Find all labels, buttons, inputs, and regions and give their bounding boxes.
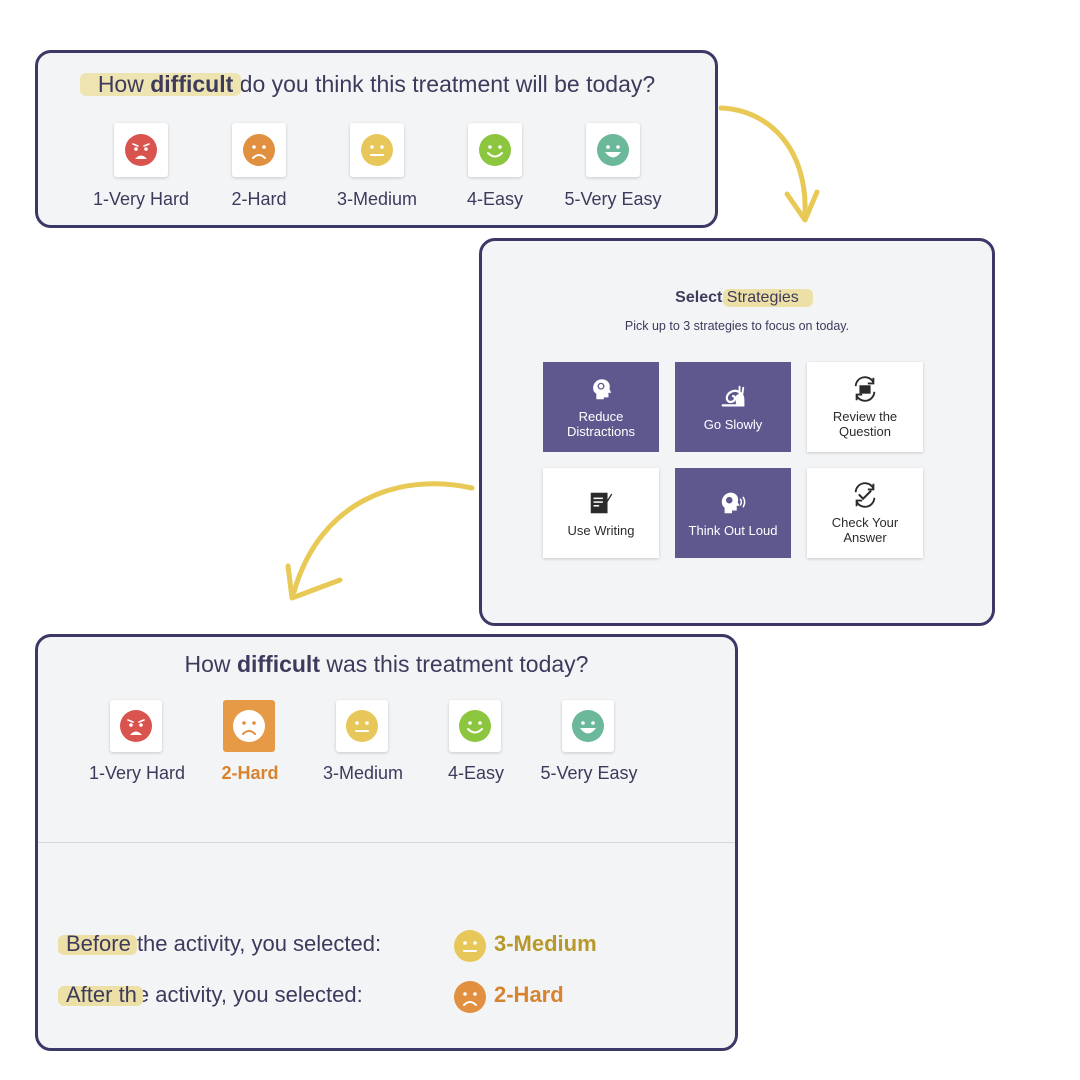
pre-rating-option-1[interactable]	[114, 123, 168, 177]
post-rating-option-4[interactable]	[449, 700, 501, 752]
pre-activity-question: How difficult do you think this treatmen…	[79, 71, 656, 97]
before-selected-value: 3-Medium	[494, 931, 597, 956]
curved-arrow-top-icon	[718, 105, 820, 223]
grin-face-icon	[597, 134, 629, 166]
post-rating-label: 4-Easy	[447, 763, 505, 783]
very-sad-face-icon	[120, 710, 152, 742]
strategy-label: Use Writing	[567, 522, 635, 538]
post-activity-rating-panel: How difficult was this treatment today? …	[35, 634, 738, 1051]
pre-rating-option-2[interactable]	[232, 123, 286, 177]
post-rating-label: 3-Medium	[322, 763, 404, 783]
strategy-card-go-slowly[interactable]: Go Slowly	[675, 362, 791, 452]
after-summary: After the activity, you selected:	[58, 982, 363, 1007]
neutral-face-icon	[361, 134, 393, 166]
post-rating-label: 2-Hard	[221, 763, 279, 783]
pre-rating-label: 2-Hard	[231, 189, 287, 209]
pre-rating-option-3[interactable]	[350, 123, 404, 177]
pre-rating-label: 4-Easy	[466, 189, 524, 209]
strategy-label: Go Slowly	[703, 416, 763, 432]
strategies-panel: Select Strategies Pick up to 3 strategie…	[479, 238, 995, 626]
pre-activity-rating-panel: How difficult do you think this treatmen…	[35, 50, 718, 228]
post-rating-label: 5-Very Easy	[540, 763, 638, 783]
divider	[38, 842, 735, 843]
post-rating-option-2[interactable]	[223, 700, 275, 752]
post-rating-option-1[interactable]	[110, 700, 162, 752]
very-sad-face-icon	[125, 134, 157, 166]
grin-face-icon	[572, 710, 604, 742]
sad-face-icon	[454, 981, 486, 1013]
book-refresh-icon	[854, 376, 876, 402]
strategies-title: Select Strategies	[675, 289, 813, 307]
snail-icon	[721, 385, 745, 407]
strategies-subtitle: Pick up to 3 strategies to focus on toda…	[624, 319, 850, 333]
pre-rating-label: 5-Very Easy	[564, 189, 662, 209]
smile-face-icon	[479, 134, 511, 166]
sad-face-icon	[233, 710, 265, 742]
curved-arrow-middle-icon	[285, 481, 475, 601]
post-activity-question: How difficult was this treatment today?	[184, 651, 589, 677]
pre-rating-option-5[interactable]	[586, 123, 640, 177]
before-summary: Before the activity, you selected:	[58, 931, 382, 956]
sad-face-icon	[243, 134, 275, 166]
smile-face-icon	[459, 710, 491, 742]
strategy-label: Think Out Loud	[688, 522, 778, 538]
post-rating-option-5[interactable]	[562, 700, 614, 752]
neutral-face-icon	[454, 930, 486, 962]
post-rating-option-3[interactable]	[336, 700, 388, 752]
head-speaking-icon	[721, 492, 746, 513]
notepad-pen-icon	[590, 492, 613, 513]
strategy-card-use-writing[interactable]: Use Writing	[543, 468, 659, 558]
strategy-card-think-out-loud[interactable]: Think Out Loud	[675, 468, 791, 558]
pre-rating-label: 1-Very Hard	[92, 189, 190, 209]
neutral-face-icon	[346, 710, 378, 742]
check-refresh-icon	[854, 482, 876, 508]
head-gears-icon	[593, 379, 612, 400]
after-selected-value: 2-Hard	[494, 982, 564, 1007]
pre-rating-option-4[interactable]	[468, 123, 522, 177]
post-rating-label: 1-Very Hard	[88, 763, 186, 783]
pre-rating-label: 3-Medium	[336, 189, 418, 209]
question-highlight: How difficult	[79, 71, 242, 97]
